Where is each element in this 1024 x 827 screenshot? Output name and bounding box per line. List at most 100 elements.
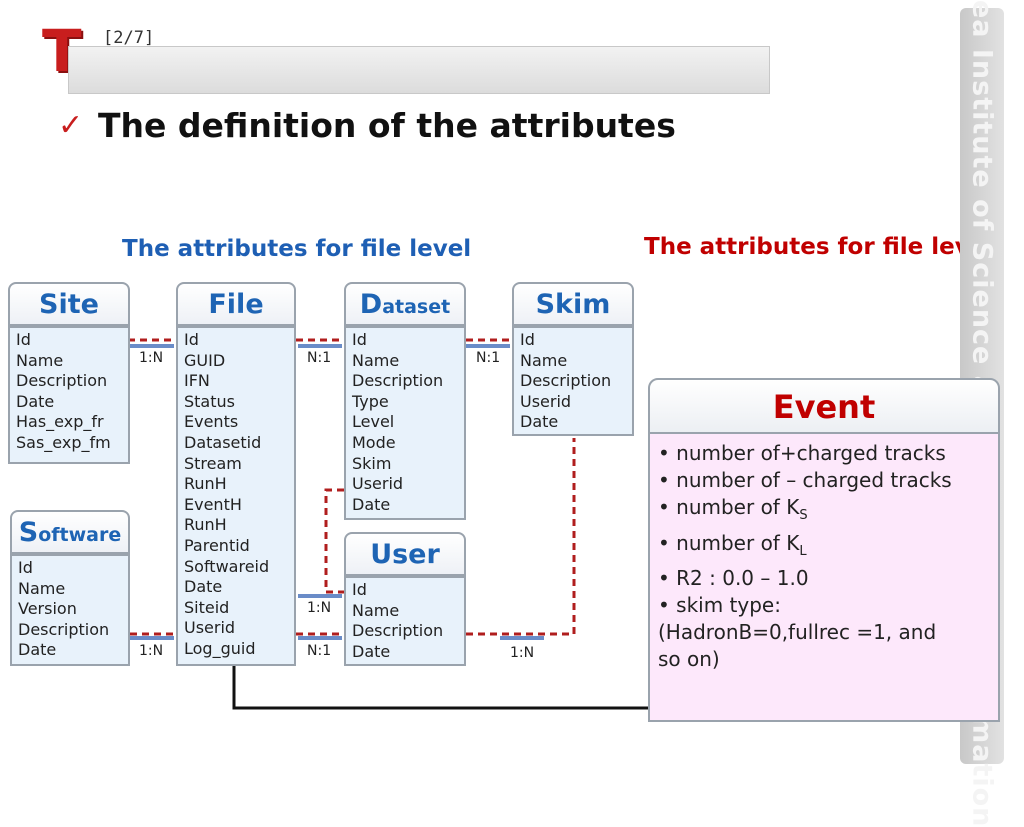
field: Description [16, 371, 108, 391]
field: Description [352, 621, 444, 641]
field: Version [18, 599, 77, 619]
relation-file-user-a: 1:N [307, 600, 332, 616]
table-site: Site Id Name Description Date Has_exp_fr… [8, 282, 130, 464]
title-rest: ataset [382, 296, 451, 318]
field: Description [352, 371, 444, 391]
relation-software-file: 1:N [139, 643, 164, 659]
relation-file-dataset: N:1 [307, 350, 332, 366]
field: Id [18, 558, 33, 577]
field: Name [520, 350, 568, 370]
table-dataset: Dataset Id Name Description Type Level M… [344, 282, 466, 520]
field: Log_guid [184, 638, 256, 658]
field: Date [16, 391, 55, 411]
field: Sas_exp_fm [16, 432, 111, 452]
title-initial: D [359, 289, 383, 320]
field: Stream [184, 453, 242, 473]
relation-dataset-skim: N:1 [476, 350, 501, 366]
event-attributes: • number of+charged tracks • number of –… [648, 434, 1000, 722]
table-user-fields: Id Name Description Date [344, 576, 466, 666]
field: Userid [352, 474, 404, 494]
field: Type [352, 391, 389, 411]
table-user-title: User [344, 532, 466, 576]
event-item: • number of – charged tracks [658, 468, 952, 493]
field: RunH [184, 474, 227, 494]
table-software: Software Id Name Version Description Dat… [10, 510, 130, 666]
relation-bar [298, 344, 342, 348]
field: RunH [184, 515, 227, 535]
field: Id [16, 330, 31, 349]
field: Level [352, 412, 395, 432]
relation-user-skim: 1:N [510, 645, 535, 661]
table-skim-fields: Id Name Description Userid Date [512, 326, 634, 436]
table-file-fields: Id GUID IFN Status Events Datasetid Stre… [176, 326, 296, 666]
field: Siteid [184, 597, 230, 617]
field: Description [18, 619, 110, 639]
table-software-title: Software [10, 510, 130, 554]
relation-bar [466, 344, 510, 348]
event-item: • R2 : 0.0 – 1.0 [658, 565, 809, 590]
event-item: (HadronB=0,fullrec =1, and [658, 620, 937, 645]
field: GUID [184, 350, 226, 370]
table-site-title: Site [8, 282, 130, 326]
relation-file-user-b: N:1 [307, 643, 332, 659]
field: Name [352, 600, 400, 620]
relation-bar [298, 594, 342, 598]
field: Events [184, 412, 239, 432]
field: Name [16, 350, 64, 370]
field: Name [352, 350, 400, 370]
check-icon: ✓ [58, 108, 84, 143]
event-item: • number of KL [658, 530, 807, 559]
field: Status [184, 391, 235, 411]
field: Userid [520, 391, 572, 411]
field: Id [520, 330, 535, 349]
event-item: so on) [658, 647, 720, 672]
field: Date [520, 412, 559, 432]
table-skim-title: Skim [512, 282, 634, 326]
title-initial: S [18, 517, 39, 548]
table-file: File Id GUID IFN Status Events Datasetid… [176, 282, 296, 666]
field: Date [18, 640, 57, 660]
relation-bar [130, 636, 174, 640]
table-dataset-title: Dataset [344, 282, 466, 326]
page-indicator: [2/7] [103, 28, 155, 48]
table-site-fields: Id Name Description Date Has_exp_fr Sas_… [8, 326, 130, 464]
event-item: • number of KS [658, 495, 808, 524]
field: Id [352, 580, 367, 599]
slide-heading: The definition of the attributes [98, 106, 676, 145]
table-dataset-fields: Id Name Description Type Level Mode Skim… [344, 326, 466, 520]
field: IFN [184, 371, 210, 391]
table-software-fields: Id Name Version Description Date [10, 554, 130, 666]
relation-bar [130, 344, 174, 348]
event-title: Event [648, 378, 1000, 434]
table-file-title: File [176, 282, 296, 326]
field: Description [520, 371, 612, 391]
subscript: S [799, 508, 808, 524]
field: Userid [184, 618, 236, 638]
field: EventH [184, 494, 242, 514]
field: Softwareid [184, 556, 270, 576]
title-bar [68, 46, 770, 94]
field: Has_exp_fr [16, 412, 104, 432]
relation-bar [298, 636, 342, 640]
field: Date [184, 577, 223, 597]
table-skim: Skim Id Name Description Userid Date [512, 282, 634, 436]
field: Parentid [184, 535, 250, 555]
event-card: Event • number of+charged tracks • numbe… [648, 378, 1000, 722]
field: Id [184, 330, 199, 349]
field: Skim [352, 453, 392, 473]
field: Datasetid [184, 432, 262, 452]
field: Id [352, 330, 367, 349]
field: Date [352, 494, 391, 514]
relation-site-file: 1:N [139, 350, 164, 366]
field: Name [18, 578, 66, 598]
subheading-right: The attributes for file level [644, 234, 994, 260]
table-user: User Id Name Description Date [344, 532, 466, 666]
title-rest: oftware [38, 524, 122, 546]
field: Mode [352, 432, 396, 452]
event-item: • skim type: [658, 593, 781, 618]
event-item: • number of+charged tracks [658, 441, 946, 465]
subscript: L [799, 543, 807, 559]
field: Date [352, 641, 391, 661]
relation-bar [500, 636, 544, 640]
subheading-left: The attributes for file level [122, 236, 472, 262]
